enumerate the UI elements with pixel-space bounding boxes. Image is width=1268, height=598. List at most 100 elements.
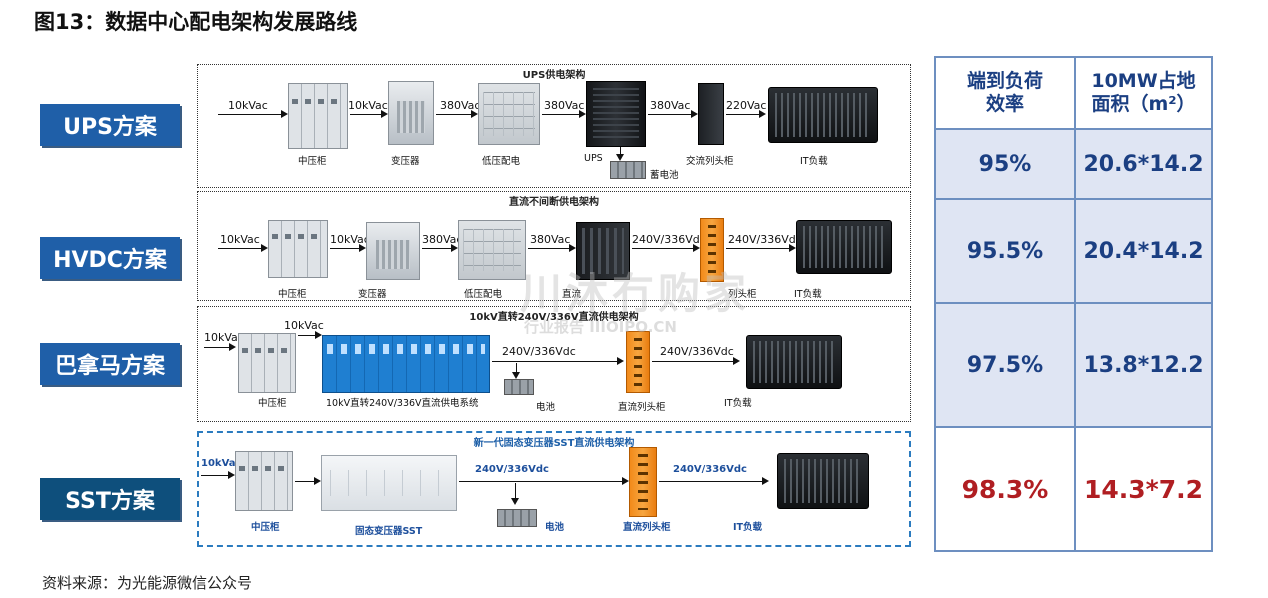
- flow-arrow: [459, 477, 629, 485]
- battery-arrow: [616, 147, 624, 161]
- voltage-label: 380Vac: [544, 99, 585, 112]
- voltage-label: 240V/336Vdc: [673, 464, 747, 475]
- flow-arrow: [218, 244, 268, 252]
- voltage-label: 240V/336Vdc: [660, 345, 734, 358]
- medium-voltage-cabinet: [238, 333, 296, 393]
- flow-arrow: [659, 477, 769, 485]
- voltage-label: 240V/336Vdc: [728, 233, 802, 246]
- caption: IT负载: [733, 522, 763, 533]
- table-header-efficiency: 端到负荷效率: [934, 56, 1076, 130]
- 10kv-to-dc-power-system: [322, 335, 490, 393]
- efficiency-value: 95.5%: [934, 198, 1076, 304]
- caption: 固态变压器SST: [355, 526, 423, 537]
- area-value: 20.6*14.2: [1074, 128, 1213, 200]
- caption: 10kV直转240V/336V直流供电系统: [326, 398, 479, 409]
- battery-arrow: [512, 363, 520, 379]
- efficiency-value: 95%: [934, 128, 1076, 200]
- caption: 中压柜: [251, 522, 280, 533]
- caption: 电池: [545, 522, 565, 533]
- section-title: 10kV直转240V/336V直流供电架构: [469, 312, 639, 323]
- caption: 列头柜: [728, 289, 757, 300]
- table-row: 98.3% 14.3*7.2: [934, 426, 1213, 552]
- voltage-label: 10kVac: [228, 99, 268, 112]
- section-title: 直流不间断供电架构: [509, 197, 599, 208]
- dc-power-system: [576, 222, 630, 280]
- caption: UPS: [584, 153, 603, 164]
- medium-voltage-cabinet: [235, 451, 293, 511]
- flow-arrow: [204, 343, 236, 351]
- caption: IT负载: [800, 156, 828, 167]
- battery: [497, 509, 537, 527]
- section-title: UPS供电架构: [522, 70, 586, 81]
- caption: 直流: [562, 289, 582, 300]
- caption: 直流列头柜: [623, 522, 671, 533]
- voltage-label: 10kVac: [330, 233, 370, 246]
- caption: 蓄电池: [650, 170, 679, 181]
- flow-arrow: [218, 110, 288, 118]
- watermark-text: 川沐冇购家: [520, 269, 751, 318]
- flow-arrow: [422, 244, 458, 252]
- caption: 低压配电: [464, 289, 503, 300]
- voltage-label: 380Vac: [440, 99, 481, 112]
- flow-arrow: [632, 244, 700, 252]
- table-row: 97.5% 13.8*12.2: [934, 302, 1213, 428]
- caption: 变压器: [391, 156, 420, 167]
- voltage-label: 380Vac: [650, 99, 691, 112]
- battery-arrow: [511, 483, 519, 505]
- voltage-label: 10kVac: [220, 233, 260, 246]
- caption: 低压配电: [482, 156, 521, 167]
- flow-arrow: [726, 110, 766, 118]
- voltage-label: 220Vac: [726, 99, 767, 112]
- caption: IT负载: [724, 398, 752, 409]
- medium-voltage-cabinet: [268, 220, 328, 278]
- plan-label-hvdc: HVDC方案: [40, 237, 180, 279]
- battery: [504, 379, 534, 395]
- dc-column-head-cabinet: [700, 218, 724, 282]
- transformer: [388, 81, 434, 145]
- it-load-rack: [768, 87, 878, 143]
- dc-column-head-cabinet: [626, 331, 650, 393]
- table-row: 95% 20.6*14.2: [934, 128, 1213, 200]
- voltage-label: 240V/336Vdc: [502, 345, 576, 358]
- caption: 电池: [536, 402, 556, 413]
- flow-arrow: [492, 357, 624, 365]
- medium-voltage-cabinet: [288, 83, 348, 149]
- voltage-label: 10kVac: [348, 99, 388, 112]
- ups-architecture-diagram: UPS供电架构 10kVac 10kVac 380Vac 380Vac 380V…: [197, 64, 911, 188]
- flow-arrow: [350, 110, 388, 118]
- caption: 中压柜: [258, 398, 287, 409]
- area-value: 14.3*7.2: [1074, 426, 1213, 552]
- flow-arrow: [295, 477, 321, 485]
- sst-architecture-diagram: 新一代固态变压器SST直流供电架构 10kVac 240V/336Vdc 240…: [197, 431, 911, 547]
- flow-arrow: [648, 110, 698, 118]
- area-value: 13.8*12.2: [1074, 302, 1213, 428]
- flow-arrow: [330, 244, 366, 252]
- caption: 中压柜: [298, 156, 327, 167]
- plan-label-sst: SST方案: [40, 478, 180, 520]
- caption: 交流列头柜: [686, 156, 734, 167]
- flow-arrow: [201, 471, 235, 479]
- panama-architecture-diagram: 10kV直转240V/336V直流供电架构 10kVac 10kVac 240V…: [197, 306, 911, 422]
- voltage-label: 240V/336Vdc: [632, 233, 706, 246]
- ups-unit: [586, 81, 646, 147]
- flow-arrow: [726, 244, 796, 252]
- dc-column-head-cabinet: [629, 447, 657, 517]
- caption: 变压器: [358, 289, 387, 300]
- table-header-area: 10MW占地面积（m²）: [1074, 56, 1213, 130]
- plan-label-panama: 巴拿马方案: [40, 343, 180, 385]
- it-load-rack: [777, 453, 869, 509]
- efficiency-value: 98.3%: [934, 426, 1076, 552]
- low-voltage-distribution: [478, 83, 540, 145]
- flow-arrow: [298, 331, 322, 339]
- figure-title: 图13：数据中心配电架构发展路线: [34, 10, 358, 34]
- flow-arrow: [436, 110, 478, 118]
- section-title: 新一代固态变压器SST直流供电架构: [473, 438, 635, 449]
- voltage-label: 380Vac: [422, 233, 463, 246]
- low-voltage-distribution: [458, 220, 526, 280]
- table-header-row: 端到负荷效率 10MW占地面积（m²）: [934, 56, 1213, 130]
- ac-column-head-cabinet: [698, 83, 724, 145]
- caption: IT负载: [794, 289, 822, 300]
- it-load-rack: [796, 220, 892, 274]
- watermark-subtext: 行业报告 IIIOIPO.CN: [524, 318, 677, 336]
- voltage-label: 10kVac: [201, 458, 242, 469]
